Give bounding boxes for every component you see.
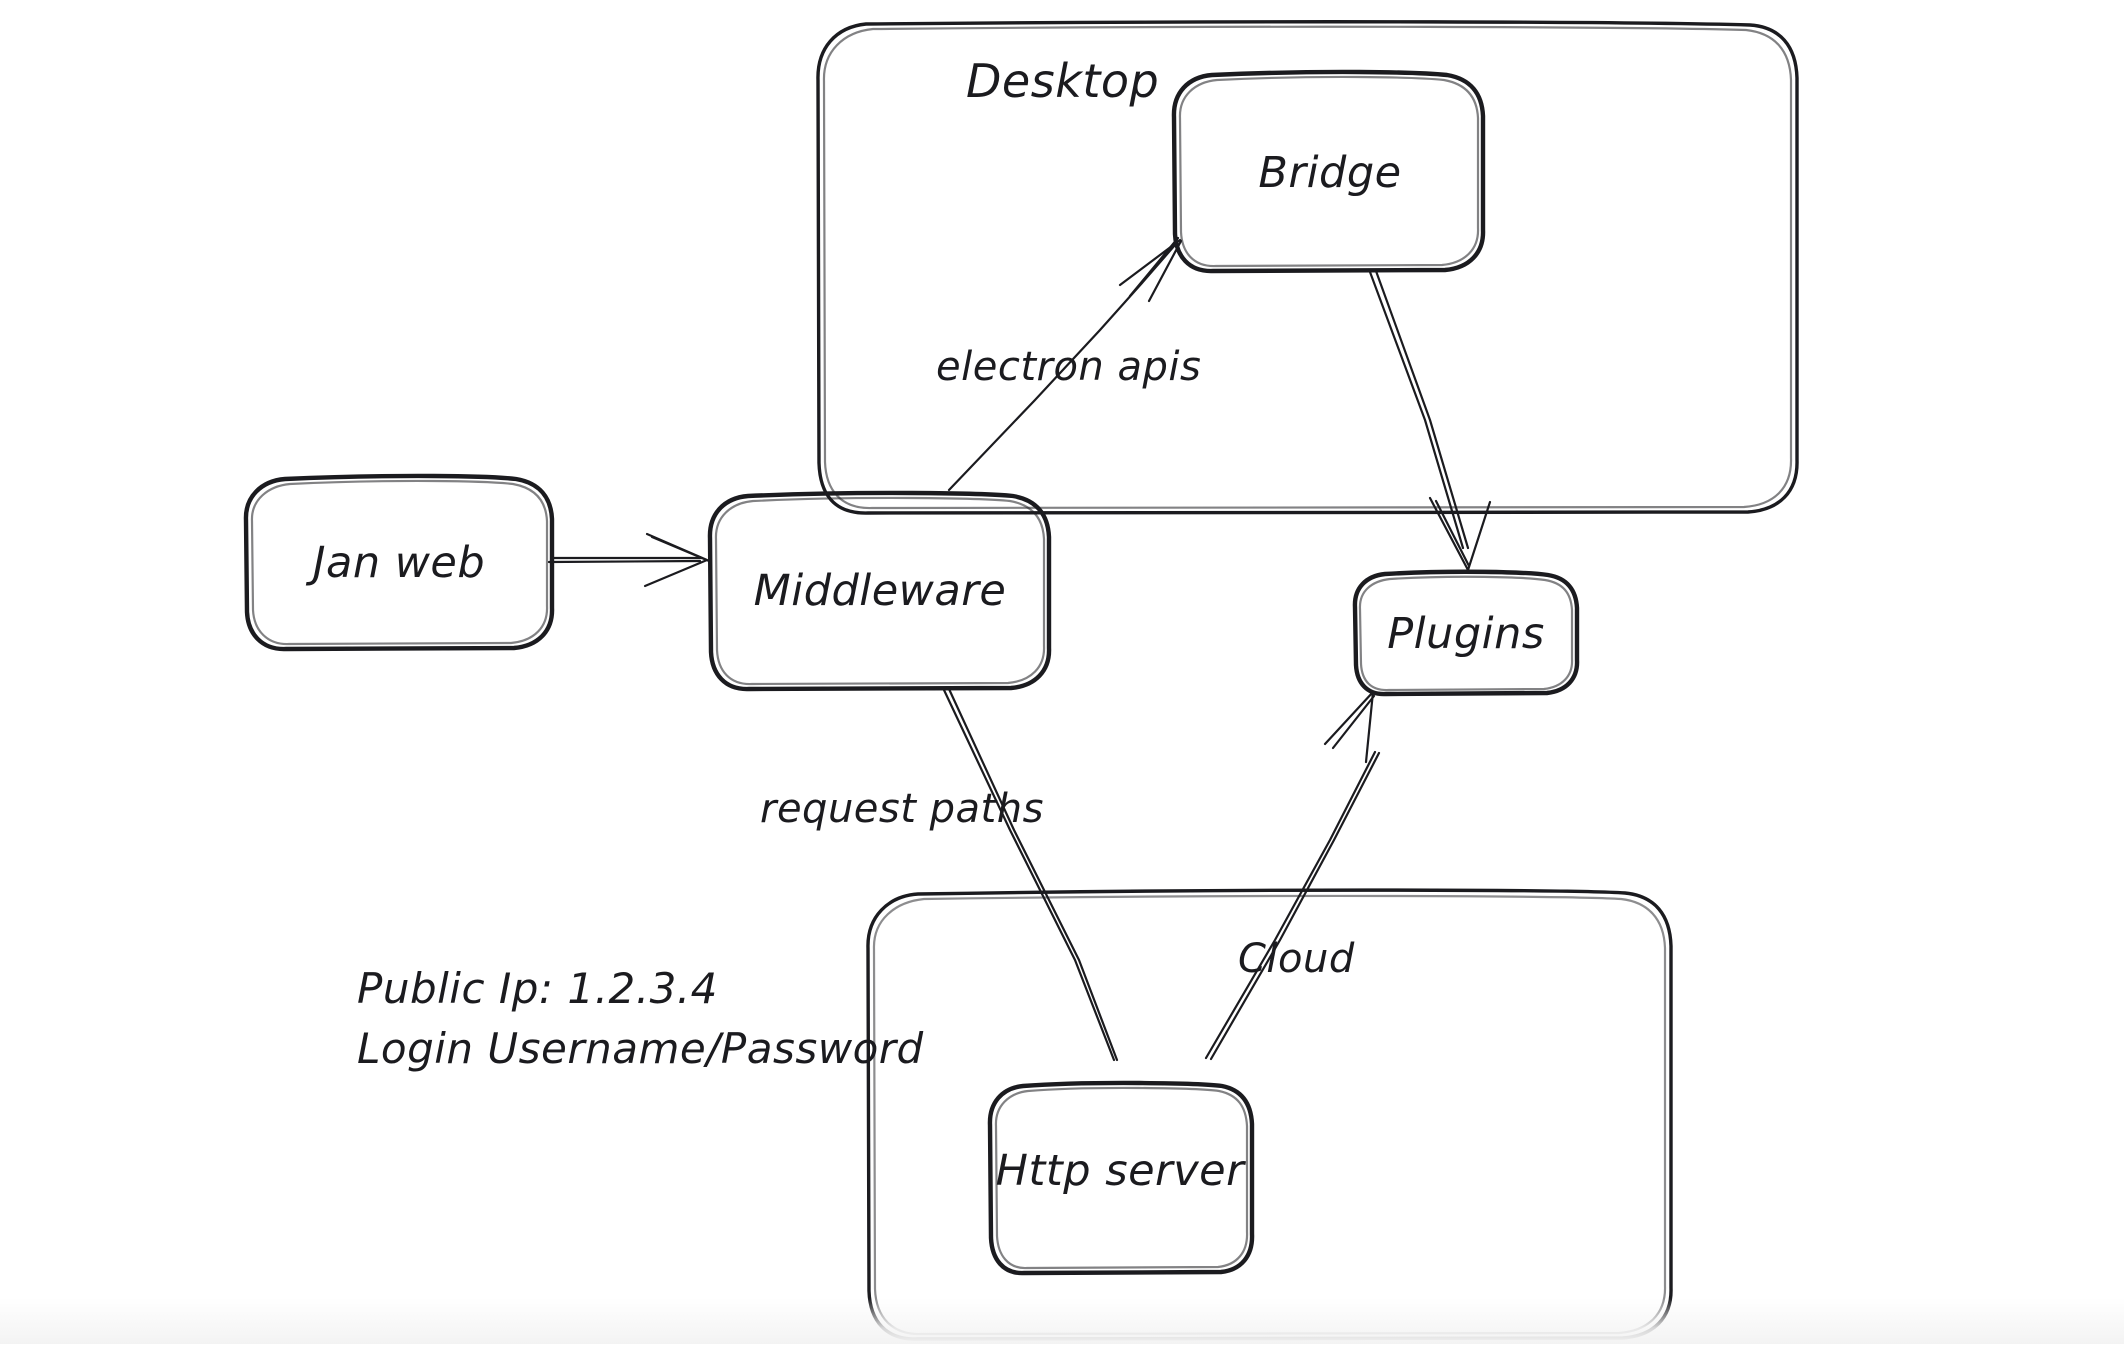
- edge-label-electron-apis: electron apis: [936, 344, 1201, 390]
- node-bridge[interactable]: Bridge: [1171, 69, 1486, 274]
- node-http-server[interactable]: Http server: [987, 1080, 1255, 1276]
- edge-label-cloud: Cloud: [1238, 936, 1355, 982]
- edge-middleware-to-bridge: electron apis: [936, 236, 1201, 492]
- edge-label-request-paths: request paths: [760, 786, 1044, 832]
- container-desktop[interactable]: Desktop: [816, 20, 1799, 515]
- note-login: Login Username/Password: [357, 1024, 924, 1073]
- node-jan-web[interactable]: Jan web: [243, 473, 555, 652]
- container-cloud[interactable]: [866, 888, 1673, 1341]
- edge-http-to-plugins: Cloud: [1204, 690, 1381, 1061]
- edge-bridge-to-plugins: [1368, 269, 1492, 572]
- node-http-server-label: Http server: [996, 1146, 1246, 1196]
- node-plugins[interactable]: Plugins: [1352, 569, 1580, 697]
- notes-block[interactable]: Public Ip: 1.2.3.4 Login Username/Passwo…: [357, 964, 924, 1073]
- node-bridge-label: Bridge: [1258, 148, 1401, 198]
- node-jan-web-label: Jan web: [305, 538, 485, 588]
- container-desktop-label: Desktop: [966, 54, 1159, 108]
- node-middleware[interactable]: Middleware: [707, 490, 1052, 692]
- edge-middleware-to-http: request paths: [760, 687, 1119, 1062]
- node-plugins-label: Plugins: [1387, 609, 1545, 659]
- node-middleware-label: Middleware: [754, 566, 1007, 616]
- edge-janweb-to-middleware: [547, 532, 711, 588]
- note-public-ip: Public Ip: 1.2.3.4: [357, 964, 718, 1013]
